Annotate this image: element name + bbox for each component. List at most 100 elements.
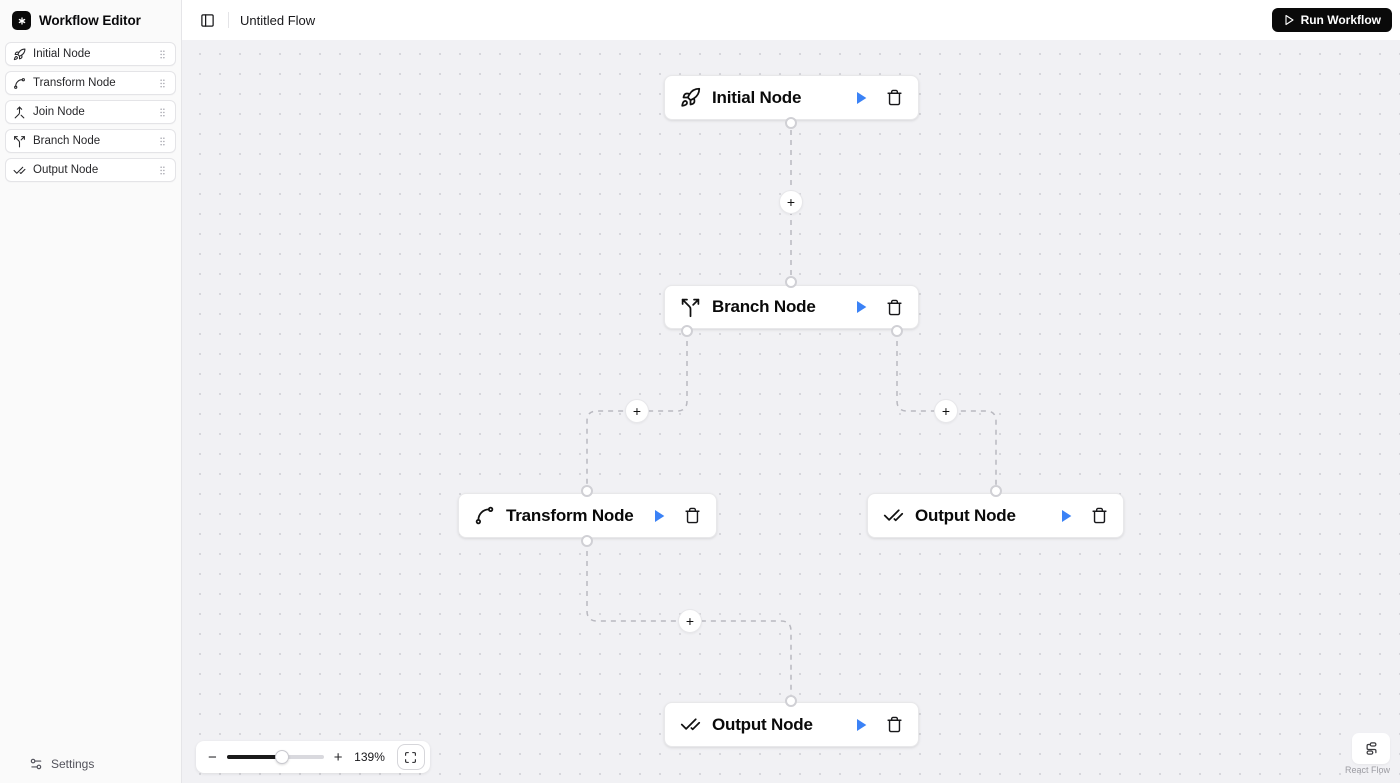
react-flow-attribution: React Flow <box>1345 733 1390 775</box>
plus-icon: + <box>786 194 796 210</box>
edge-add-node-button[interactable]: + <box>779 190 803 214</box>
spline-icon <box>474 505 495 526</box>
play-icon <box>857 301 867 313</box>
merge-icon <box>13 106 26 119</box>
toggle-sidebar-button[interactable] <box>195 8 219 32</box>
play-icon <box>1285 14 1294 26</box>
handle-branch-source-left[interactable] <box>681 325 693 337</box>
plus-icon: + <box>941 403 951 419</box>
run-node-button[interactable] <box>853 717 869 733</box>
settings-button[interactable]: Settings <box>0 757 181 783</box>
run-node-button[interactable] <box>853 299 869 315</box>
node-transform[interactable]: Transform Node <box>458 493 717 538</box>
node-label: Initial Node <box>712 87 802 107</box>
plus-icon: + <box>685 613 695 629</box>
edge-add-node-button[interactable]: + <box>678 609 702 633</box>
trash-icon <box>887 716 902 733</box>
grip-vertical-icon[interactable] <box>157 49 168 60</box>
grip-vertical-icon[interactable] <box>157 107 168 118</box>
palette-item-label: Branch Node <box>33 135 101 147</box>
play-icon <box>1062 509 1072 522</box>
sliders-icon <box>29 757 43 771</box>
check-check-icon <box>680 714 701 735</box>
edge-add-node-button[interactable]: + <box>625 399 649 423</box>
edge-add-node-button[interactable]: + <box>934 399 958 423</box>
app-title: Workflow Editor <box>39 13 141 28</box>
topbar: Untitled Flow Run Workflow <box>182 0 1400 40</box>
asterisk-icon <box>18 16 25 25</box>
split-icon <box>680 297 701 318</box>
trash-icon <box>685 507 700 524</box>
split-icon <box>13 135 26 148</box>
node-label: Branch Node <box>712 297 816 316</box>
plus-icon: + <box>632 403 642 419</box>
rocket-icon <box>13 48 26 61</box>
delete-node-button[interactable] <box>684 507 701 524</box>
run-workflow-button[interactable]: Run Workflow <box>1271 8 1392 32</box>
run-workflow-label: Run Workflow <box>1300 13 1381 27</box>
handle-branch-target[interactable] <box>785 276 797 288</box>
zoom-slider-fill <box>226 755 283 759</box>
react-flow-logo-icon[interactable] <box>1352 733 1390 764</box>
maximize-icon <box>405 751 416 763</box>
palette-item-label: Transform Node <box>33 77 116 89</box>
check-check-icon <box>13 164 26 177</box>
handle-output-right-target[interactable] <box>990 485 1002 497</box>
run-node-button[interactable] <box>1058 508 1074 524</box>
trash-icon <box>1092 507 1107 524</box>
palette-item-label: Initial Node <box>33 48 91 60</box>
check-check-icon <box>883 505 904 526</box>
node-initial[interactable]: Initial Node <box>664 75 919 120</box>
palette-item-transform-node[interactable]: Transform Node <box>5 71 176 95</box>
delete-node-button[interactable] <box>886 89 903 106</box>
trash-icon <box>887 299 902 315</box>
panel-left-icon <box>200 13 214 27</box>
rocket-icon <box>680 87 701 108</box>
handle-output-bottom-target[interactable] <box>785 695 797 707</box>
node-label: Transform Node <box>506 505 634 525</box>
handle-initial-source[interactable] <box>785 117 797 129</box>
flow-edges <box>586 120 997 701</box>
zoom-slider-thumb[interactable] <box>275 750 290 764</box>
zoom-in-button[interactable]: + <box>333 748 343 766</box>
delete-node-button[interactable] <box>1091 507 1108 524</box>
play-icon <box>857 718 867 731</box>
delete-node-button[interactable] <box>886 299 903 316</box>
palette-item-output-node[interactable]: Output Node <box>5 158 176 182</box>
zoom-slider[interactable] <box>226 750 324 764</box>
grip-vertical-icon[interactable] <box>157 136 168 147</box>
zoom-controls: − + 139% <box>196 741 430 773</box>
node-palette: Initial Node Transform Node Join Node Br… <box>0 40 181 184</box>
palette-item-label: Output Node <box>33 164 99 176</box>
handle-transform-source[interactable] <box>581 535 593 547</box>
palette-item-join-node[interactable]: Join Node <box>5 100 176 124</box>
run-node-button[interactable] <box>651 508 667 524</box>
run-node-button[interactable] <box>853 90 869 106</box>
grip-vertical-icon[interactable] <box>157 78 168 89</box>
zoom-percentage: 139% <box>354 750 385 764</box>
handle-transform-target[interactable] <box>581 485 593 497</box>
trash-icon <box>887 89 902 106</box>
zoom-out-button[interactable]: − <box>208 748 217 766</box>
palette-item-label: Join Node <box>33 106 85 118</box>
flow-title: Untitled Flow <box>240 12 316 28</box>
palette-item-initial-node[interactable]: Initial Node <box>5 42 176 66</box>
app-logo <box>12 11 31 30</box>
play-icon <box>655 509 665 522</box>
delete-node-button[interactable] <box>886 716 903 733</box>
node-label: Output Node <box>915 505 1016 525</box>
react-flow-label[interactable]: React Flow <box>1344 765 1390 775</box>
handle-branch-source-right[interactable] <box>891 325 903 337</box>
grip-vertical-icon[interactable] <box>157 165 168 176</box>
play-icon <box>857 91 867 104</box>
sidebar: Workflow Editor Initial Node Transform N… <box>0 0 182 783</box>
divider <box>228 12 229 28</box>
spline-icon <box>13 77 26 90</box>
node-output-bottom[interactable]: Output Node <box>664 702 919 747</box>
fit-view-button[interactable] <box>396 744 425 770</box>
palette-item-branch-node[interactable]: Branch Node <box>5 129 176 153</box>
node-branch[interactable]: Branch Node <box>664 285 919 329</box>
settings-label: Settings <box>51 757 95 771</box>
workflow-canvas[interactable]: + + + + Initial Node Branch Node Transfo… <box>182 40 1400 783</box>
node-output-right[interactable]: Output Node <box>867 493 1124 538</box>
